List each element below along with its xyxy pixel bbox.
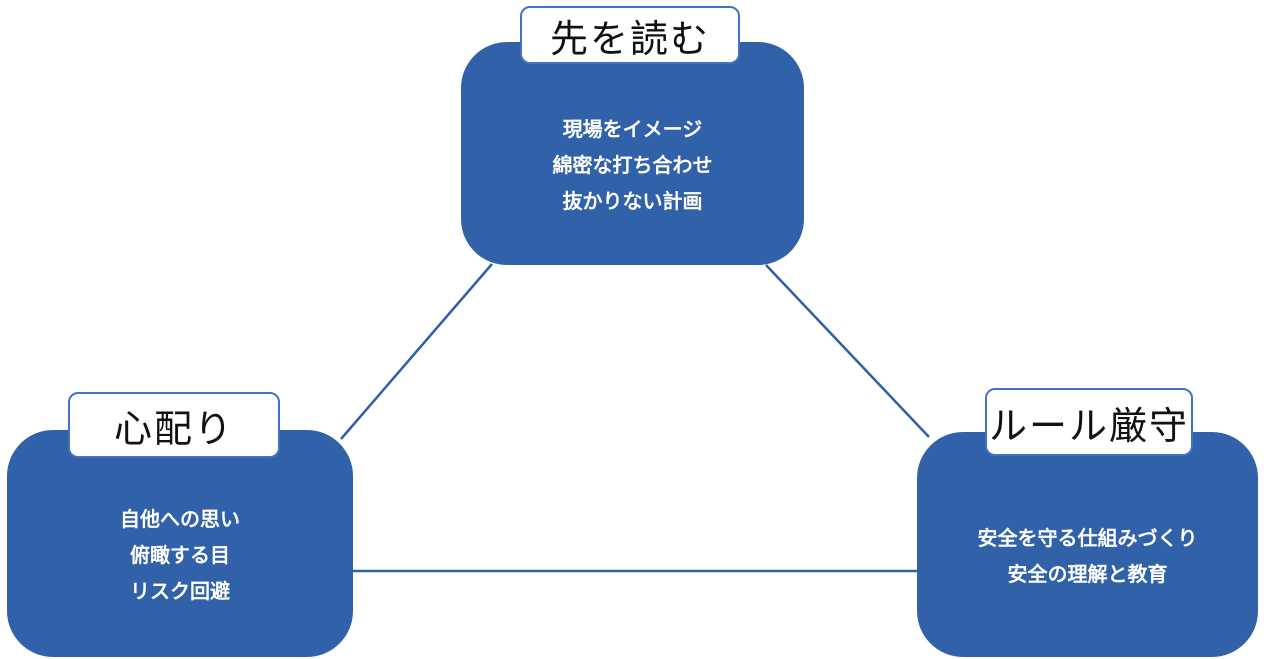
content-line: リスク回避 xyxy=(130,580,230,603)
node-rule-compliance: 安全を守る仕組みづくり 安全の理解と教育 xyxy=(917,432,1258,657)
node-anticipate: 現場をイメージ 綿密な打ち合わせ 抜かりない計画 xyxy=(461,42,804,265)
node-anticipate-content: 現場をイメージ 綿密な打ち合わせ 抜かりない計画 xyxy=(461,54,804,277)
connector-top-to-right xyxy=(765,264,930,438)
node-rule-compliance-label: ルール厳守 xyxy=(985,388,1193,456)
node-label-text: 先を読む xyxy=(549,18,710,61)
node-consideration: 自他への思い 俯瞰する目 リスク回避 xyxy=(7,430,353,657)
content-line: 安全の理解と教育 xyxy=(1007,563,1168,586)
content-line: 俯瞰する目 xyxy=(130,544,230,567)
node-rule-compliance-content: 安全を守る仕組みづくり 安全の理解と教育 xyxy=(917,444,1258,659)
content-line: 抜かりない計画 xyxy=(562,190,703,213)
node-label-text: ルール厳守 xyxy=(988,405,1189,448)
node-label-text: 心配り xyxy=(113,408,234,451)
node-consideration-label: 心配り xyxy=(68,392,280,458)
content-line: 綿密な打ち合わせ xyxy=(552,154,713,177)
connector-top-to-left xyxy=(340,263,493,440)
node-anticipate-label: 先を読む xyxy=(520,6,740,64)
content-line: 自他への思い xyxy=(120,508,240,531)
node-consideration-content: 自他への思い 俯瞰する目 リスク回避 xyxy=(7,442,353,659)
content-line: 現場をイメージ xyxy=(562,118,703,141)
content-line: 安全を守る仕組みづくり xyxy=(977,527,1198,550)
